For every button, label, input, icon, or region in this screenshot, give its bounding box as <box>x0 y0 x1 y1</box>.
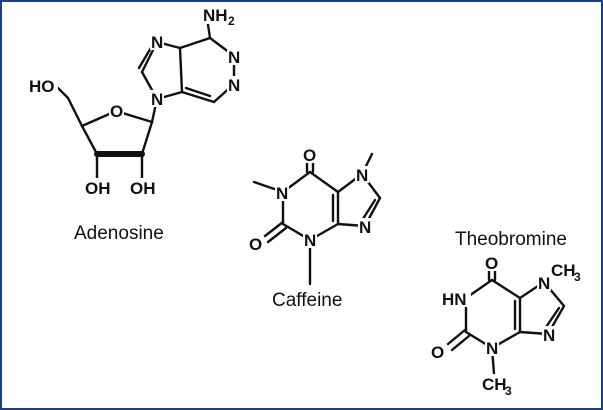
theobromine-n7-label: N <box>538 274 550 293</box>
adenosine-structure: NH 2 N N N N O HO OH OH <box>28 4 243 198</box>
caffeine-n1-label: N <box>276 184 288 203</box>
caffeine-n7-label: N <box>356 166 368 185</box>
svg-text:3: 3 <box>574 270 581 284</box>
theobromine-hn-label: HN <box>442 290 467 309</box>
adenosine-oh-label-2: OH <box>130 179 156 198</box>
caffeine-n9-label: N <box>359 218 371 237</box>
caffeine-caption: Caffeine <box>272 290 343 311</box>
theobromine-n3-label: N <box>486 339 498 358</box>
caffeine-oxygen-label-1: O <box>303 146 316 165</box>
adenosine-n7-label: N <box>151 33 163 52</box>
adenosine-oh-label-1: OH <box>85 179 111 198</box>
caffeine-structure: O N O N N N <box>248 146 382 286</box>
svg-text:2: 2 <box>228 14 235 28</box>
adenosine-n9-label: N <box>151 90 163 109</box>
theobromine-oxygen-label-1: O <box>485 254 498 273</box>
theobromine-oxygen-label-2: O <box>431 343 444 362</box>
adenosine-n1-label: N <box>228 48 240 67</box>
svg-text:3: 3 <box>505 384 512 398</box>
theobromine-methyl-label-2: CH <box>482 375 507 394</box>
caffeine-oxygen-label-2: O <box>249 235 262 254</box>
theobromine-methyl-label-1: CH <box>551 261 576 280</box>
adenosine-n3-label: N <box>228 76 240 95</box>
adenosine-ho-label: HO <box>29 77 55 96</box>
adenosine-ring-oxygen-label: O <box>110 102 123 121</box>
adenosine-caption: Adenosine <box>74 223 164 244</box>
adenosine-amine-label: NH <box>203 6 228 25</box>
theobromine-caption: Theobromine <box>455 229 567 250</box>
theobromine-structure: O HN O N N N CH 3 CH 3 <box>430 254 581 398</box>
theobromine-n9-label: N <box>543 326 555 345</box>
caffeine-n3-label: N <box>304 231 316 250</box>
